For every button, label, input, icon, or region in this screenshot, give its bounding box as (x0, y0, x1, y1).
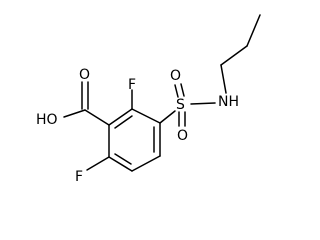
atom-label-o-sulfonyl-top: O (170, 68, 181, 84)
ring-bond-c1-c2 (108, 108, 133, 126)
molecule-diagram: F F HO O S O O NH (36, 14, 261, 185)
bond-chain-1-to-2 (220, 45, 248, 66)
atom-label-o-carbonyl: O (79, 67, 90, 83)
atom-label-f-bottom: F (75, 169, 83, 185)
atom-label-nh: NH (218, 94, 239, 110)
bond-ring-to-s (159, 110, 176, 124)
ring-double-inner-1 (114, 115, 133, 129)
atom-label-o-sulfonyl-bottom: O (177, 128, 188, 144)
bond-ring-to-carboxyl (84, 109, 110, 126)
ring-bond-c4-c5 (131, 155, 161, 172)
ring-double-inner-3 (114, 153, 132, 165)
bond-carboxyl-to-oh (63, 109, 86, 118)
bond-s-o-top-b (180, 83, 185, 97)
atom-label-oh: HO (36, 112, 58, 128)
ring-bond-c5-c6 (108, 156, 133, 172)
ring-bond-c2-c3 (131, 108, 161, 124)
bond-ring-to-f-bottom (86, 156, 110, 171)
molecule-structure-svg: F F HO O S O O NH (36, 14, 261, 185)
atom-label-f-top: F (128, 77, 136, 93)
bond-chain-2-to-3 (246, 14, 261, 47)
bond-s-o-top-a (174, 84, 179, 98)
bond-s-to-n (190, 102, 216, 105)
atom-label-s: S (176, 97, 185, 113)
bond-n-to-chain-1 (220, 64, 227, 94)
